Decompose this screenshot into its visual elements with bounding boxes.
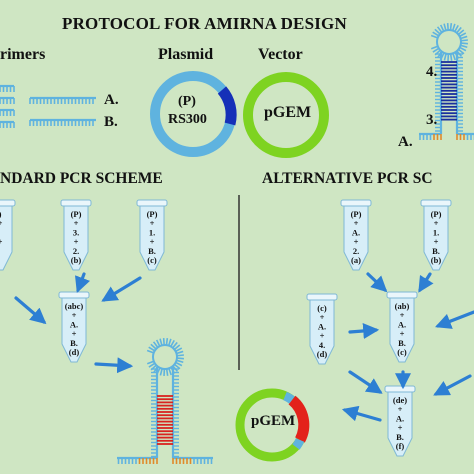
arrow-left-to-d (14, 296, 47, 325)
primer-b-label: B. (104, 114, 118, 130)
vector-label: Vector (258, 46, 303, 63)
arrow-d-to-de (348, 370, 383, 394)
tube-alt-c-line-0: (c) (317, 303, 327, 313)
tube-alt-b-line-4: B. (432, 246, 440, 256)
arrow-a-to-ab (366, 272, 388, 293)
tube-alt-ab-line-2: A. (398, 319, 406, 329)
arrow-b-to-ab (418, 272, 434, 293)
plasmid-label: Plasmid (158, 46, 214, 63)
tube-std-d-line-2: A. (70, 319, 78, 329)
plasmid-ring-label-1: (P) (178, 94, 196, 109)
arrows (14, 272, 474, 422)
tube-alt-c: (c)+A.+4.(d) (306, 293, 338, 365)
arrow-b-to-d (75, 272, 90, 293)
tube-std-left-edge-line-3: + (0, 237, 3, 247)
tube-std-b-line-1: + (74, 218, 79, 228)
tube-alt-a-line-1: + (354, 218, 359, 228)
tube-std-d: (abc)+A.+B.(d) (58, 291, 90, 363)
primers-label: rimers (0, 46, 46, 63)
tube-std-c-line-1: + (150, 218, 155, 228)
tube-alt-c-line-3: + (320, 331, 325, 341)
tube-alt-a-line-3: + (354, 237, 359, 247)
tube-alt-c-line-5: (d) (317, 349, 328, 359)
tube-std-c: (P)+1.+B.(c) (136, 199, 168, 271)
tube-std-c-line-0: (P) (147, 209, 158, 219)
tube-alt-de-line-2: A. (396, 413, 404, 423)
tube-alt-b: (P)+1.+B.(b) (420, 199, 452, 271)
arrow-right-to-de (433, 374, 472, 396)
tube-alt-ab: (ab)+A.+B.(c) (386, 291, 418, 363)
tube-alt-ab-line-4: B. (398, 338, 406, 348)
arrow-de-to-vector (341, 405, 382, 422)
tube-std-d-line-5: (d) (69, 347, 80, 357)
top-hairpin (419, 22, 474, 140)
standard-pcr-header: NDARD PCR SCHEME (0, 170, 163, 187)
alternative-pcr-header: ALTERNATIVE PCR SC (262, 170, 433, 187)
tube-std-c-line-4: B. (148, 246, 156, 256)
primer-a-label: A. (104, 92, 119, 108)
tube-alt-ab-line-3: + (400, 329, 405, 339)
tube-alt-c-line-4: 4. (319, 340, 325, 350)
hairpin-label-4: 4. (426, 64, 438, 80)
figure-title: PROTOCOL FOR AMIRNA DESIGN (62, 14, 347, 33)
arrow-c-to-d (101, 276, 142, 302)
primer-b-strand (29, 118, 96, 126)
tube-alt-de-line-3: + (398, 423, 403, 433)
tube-alt-b-line-1: + (434, 218, 439, 228)
tube-std-left-edge-line-1: + (0, 218, 3, 228)
tube-std-c-line-5: (c) (147, 255, 157, 265)
tube-alt-de-line-5: (f) (396, 441, 405, 451)
tube-std-left-edge: )++ (0, 199, 16, 271)
tube-std-b-line-3: + (74, 237, 79, 247)
plasmid-ring-label-2: RS300 (168, 112, 207, 127)
tube-alt-a-line-2: A. (352, 227, 360, 237)
tube-alt-b-line-5: (b) (431, 255, 442, 265)
tube-std-b-line-4: 2. (73, 246, 79, 256)
tube-alt-ab-line-1: + (400, 310, 405, 320)
tube-std-left-edge-line-0: ) (0, 209, 2, 219)
arrow-right-to-ab (435, 310, 474, 329)
tube-alt-b-line-3: + (434, 237, 439, 247)
tube-alt-c-line-2: A. (318, 321, 326, 331)
tube-std-c-line-2: 1. (149, 227, 155, 237)
tube-std-b-line-2: 3. (73, 227, 79, 237)
tube-alt-a-line-5: (a) (351, 255, 361, 265)
tube-alt-a-line-4: 2. (353, 246, 359, 256)
tube-alt-a: (P)+A.+2.(a) (340, 199, 372, 271)
tube-alt-c-line-1: + (320, 312, 325, 322)
vector-ring-label: pGEM (264, 104, 312, 121)
tube-alt-de-line-4: B. (396, 432, 404, 442)
arrow-c-to-ab (348, 323, 380, 339)
plasmid-ring (150, 71, 237, 157)
tube-std-d-line-3: + (72, 329, 77, 339)
tube-std-b-line-0: (P) (71, 209, 82, 219)
tube-alt-a-line-0: (P) (351, 209, 362, 219)
vector-ring (243, 72, 329, 158)
tube-alt-de: (de)+A.+B.(f) (384, 385, 416, 457)
tube-alt-b-line-2: 1. (433, 227, 439, 237)
primer-a-strand (29, 96, 96, 104)
hairpin-label-a: A. (398, 134, 413, 150)
final-vector-label: pGEM (251, 413, 296, 429)
final-vector-ring (235, 388, 310, 462)
tube-std-d-line-4: B. (70, 338, 78, 348)
tube-alt-de-line-0: (de) (393, 395, 407, 405)
arrow-d-to-hairpin (94, 357, 134, 374)
tube-alt-b-line-0: (P) (431, 209, 442, 219)
tube-alt-ab-line-0: (ab) (395, 301, 410, 311)
hairpin-label-3: 3. (426, 112, 438, 128)
tube-alt-ab-line-5: (c) (397, 347, 407, 357)
tube-std-b-line-5: (b) (71, 255, 82, 265)
tube-std-d-line-0: (abc) (65, 301, 84, 311)
tube-std-d-line-1: + (72, 310, 77, 320)
tube-alt-de-line-1: + (398, 404, 403, 414)
primer-stubs-left (0, 84, 15, 128)
tube-std-b: (P)+3.+2.(b) (60, 199, 92, 271)
standard-hairpin (117, 337, 213, 464)
tube-std-c-line-3: + (150, 237, 155, 247)
